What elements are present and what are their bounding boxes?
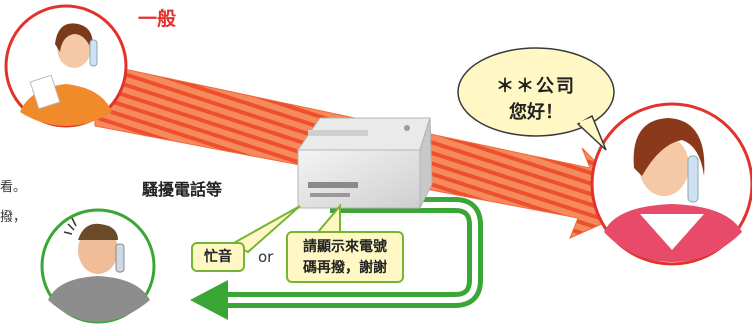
greeting-bubble: [457, 47, 615, 151]
edge-text-fragment-2: 撥，: [0, 210, 27, 225]
busy-tone-label: 忙音: [204, 249, 232, 265]
greeting-line-2: 您好！: [509, 102, 563, 123]
general-call-label: 一般: [138, 8, 177, 30]
harassing-caller-avatar: [40, 208, 156, 324]
or-label: or: [258, 248, 274, 266]
edge-text-fragment-1: 看。: [0, 180, 27, 195]
redial-callout-pointer: [315, 203, 341, 236]
harassing-call-label: 騷擾電話等: [142, 180, 223, 199]
greeting-line-1: ＊＊公司: [496, 76, 576, 97]
rejected-arrow-head: [190, 280, 228, 320]
caller-woman-avatar: [4, 4, 128, 128]
redial-line-2: 碼再撥，謝謝: [303, 260, 387, 276]
pbx-device: [297, 117, 433, 209]
busy-tone-box: 忙音: [191, 242, 245, 272]
redial-line-1: 請顯示來電號: [303, 239, 387, 255]
redial-message-box: 請顯示來電號 碼再撥，謝謝: [286, 231, 404, 283]
receptionist-avatar: [590, 102, 752, 266]
